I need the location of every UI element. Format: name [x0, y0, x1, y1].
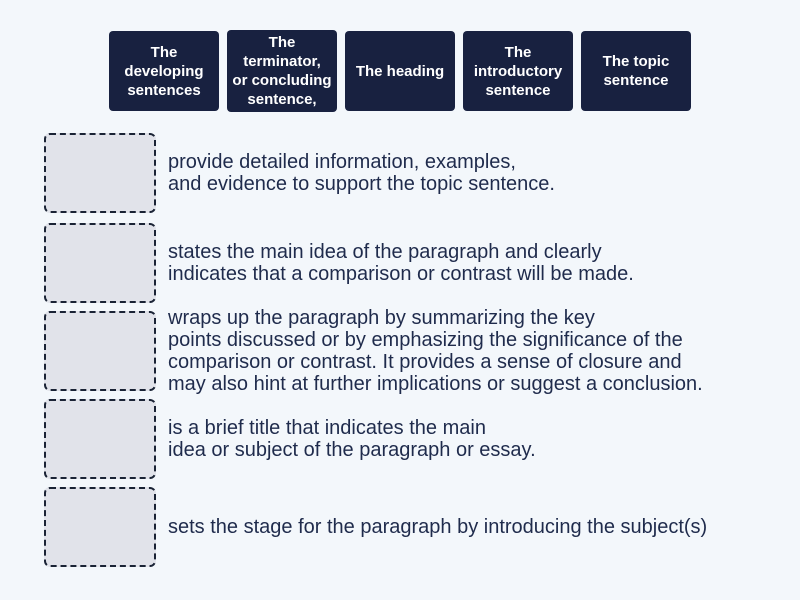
- match-row: wraps up the paragraph by summarizing th…: [44, 307, 703, 395]
- word-tile-topic-sentence[interactable]: The topic sentence: [581, 31, 691, 111]
- drop-zone-2[interactable]: [44, 223, 156, 303]
- definition-text: states the main idea of the paragraph an…: [168, 241, 634, 285]
- drop-zone-5[interactable]: [44, 487, 156, 567]
- drop-zone-1[interactable]: [44, 133, 156, 213]
- match-row: sets the stage for the paragraph by intr…: [44, 487, 707, 567]
- definition-text: sets the stage for the paragraph by intr…: [168, 516, 708, 538]
- definition-text: is a brief title that indicates the main…: [168, 417, 536, 461]
- drop-zone-3[interactable]: [44, 311, 156, 391]
- definition-text: provide detailed information, examples, …: [168, 151, 555, 195]
- word-tile-terminator-sentence[interactable]: The terminator, or concluding sentence,: [227, 30, 337, 112]
- word-tile-developing-sentences[interactable]: The developing sentences: [109, 31, 219, 111]
- match-row: states the main idea of the paragraph an…: [44, 223, 634, 303]
- drop-zone-4[interactable]: [44, 399, 156, 479]
- word-tile-heading[interactable]: The heading: [345, 31, 455, 111]
- definition-text: wraps up the paragraph by summarizing th…: [168, 307, 703, 395]
- match-row: provide detailed information, examples, …: [44, 133, 555, 213]
- word-bank: The developing sentences The terminator,…: [0, 30, 800, 112]
- word-tile-introductory-sentence[interactable]: The introductory sentence: [463, 31, 573, 111]
- match-row: is a brief title that indicates the main…: [44, 399, 536, 479]
